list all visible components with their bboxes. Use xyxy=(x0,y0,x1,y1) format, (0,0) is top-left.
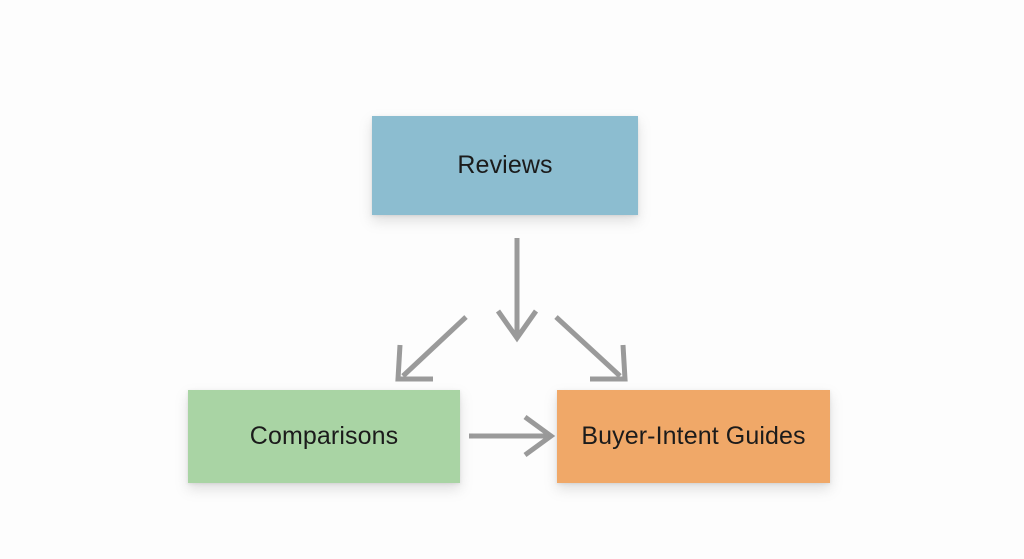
edge-reviews-to-buyer-intent-line xyxy=(554,315,622,378)
node-buyer-intent[interactable]: Buyer-Intent Guides xyxy=(557,390,830,483)
node-buyer-intent-label: Buyer-Intent Guides xyxy=(581,422,806,450)
node-reviews-label: Reviews xyxy=(457,151,553,179)
node-reviews[interactable]: Reviews xyxy=(372,116,638,215)
edge-reviews-down-arrowhead xyxy=(495,309,539,343)
edge-reviews-to-buyer-intent-arrowhead xyxy=(590,344,628,382)
edge-reviews-to-comparisons-line xyxy=(401,315,468,378)
edge-reviews-to-comparisons-arrowhead xyxy=(395,344,433,382)
edge-reviews-to-buyer-intent xyxy=(554,315,628,382)
edge-reviews-down xyxy=(495,238,539,343)
node-comparisons-label: Comparisons xyxy=(249,422,399,450)
edge-comparisons-to-buyer-intent-arrowhead xyxy=(523,414,556,458)
edge-reviews-to-comparisons xyxy=(395,315,468,382)
edge-comparisons-to-buyer-intent xyxy=(469,414,556,458)
node-comparisons[interactable]: Comparisons xyxy=(188,390,460,483)
